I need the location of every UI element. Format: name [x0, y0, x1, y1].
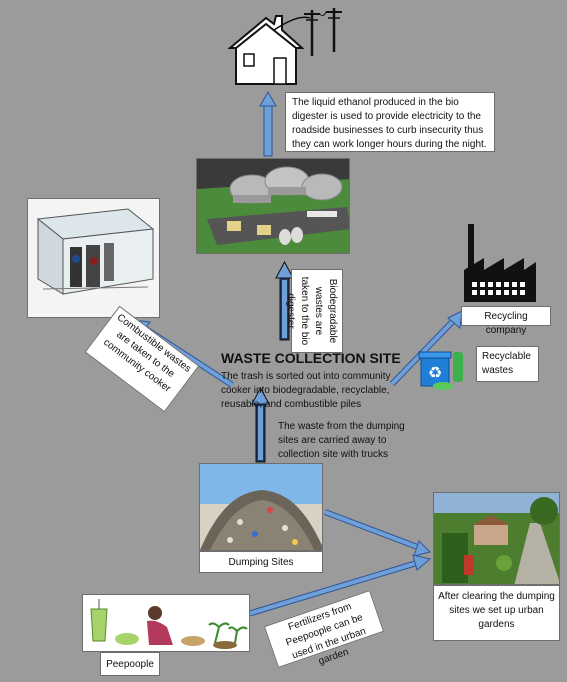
- house-icon: [228, 15, 311, 85]
- waste-pile-image: [199, 463, 323, 551]
- trucks-text: The waste from the dumping sites are car…: [278, 421, 405, 460]
- factory-icon: [464, 224, 536, 302]
- ethanol-text: The liquid ethanol produced in the bio d…: [292, 97, 487, 150]
- dumping-sites-box: Dumping Sites: [199, 551, 323, 573]
- urban-garden-box: After clearing the dumping sites we set …: [433, 585, 560, 641]
- recyclable-box: Recyclable wastes: [476, 346, 539, 382]
- arrow-biodigester-to-house: [259, 90, 277, 157]
- recycling-company-label: Recycling company: [484, 311, 528, 336]
- svg-text:♻: ♻: [428, 363, 442, 382]
- biodigester-image: [196, 158, 350, 254]
- recyclable-label: Recyclable wastes: [482, 351, 531, 376]
- biodegradable-label-box: Biodegradable wastes are taken to the bi…: [285, 269, 343, 353]
- arrow-dumping-to-collection: [251, 386, 270, 463]
- peepoople-box: Peepoople: [100, 652, 160, 676]
- power-pole-icon: [304, 8, 342, 56]
- recycle-bin-icon: ♻: [418, 351, 463, 390]
- biodegradable-label: Biodegradable wastes are taken to the bi…: [285, 276, 338, 346]
- sorting-text: The trash is sorted out into community c…: [221, 371, 391, 410]
- arrow-collection-to-biodigester: [275, 260, 294, 341]
- community-cooker-image: [27, 198, 160, 318]
- ethanol-info-box: The liquid ethanol produced in the bio d…: [285, 92, 495, 152]
- collection-site-title: WASTE COLLECTION SITE: [221, 350, 401, 366]
- dumping-sites-label: Dumping Sites: [228, 557, 294, 568]
- peepoople-label: Peepoople: [106, 659, 154, 670]
- urban-garden-label: After clearing the dumping sites we set …: [438, 591, 555, 630]
- peepoople-image: [82, 594, 250, 652]
- urban-garden-image: [433, 492, 560, 585]
- recycling-company-box: Recycling company: [461, 306, 551, 336]
